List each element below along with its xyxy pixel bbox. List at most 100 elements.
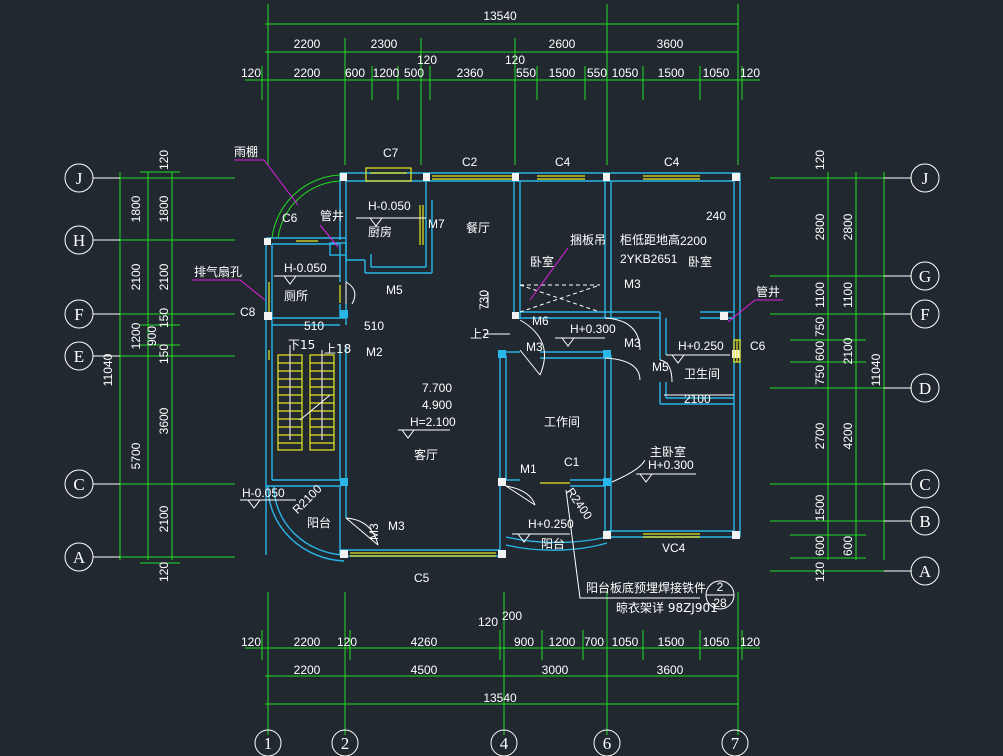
- right-dim-inner: 600: [841, 536, 855, 556]
- level-text: H+0.300: [648, 458, 694, 472]
- step-up-label: 上2: [470, 327, 490, 341]
- bottom-dim: 3600: [657, 663, 684, 677]
- tag: M5: [652, 360, 669, 374]
- bottom-dim: 900: [514, 635, 534, 649]
- left-dim-inner: 2100: [157, 263, 171, 290]
- left-total-dim: 11040: [101, 353, 115, 386]
- dim-note: 510: [364, 319, 384, 333]
- bottom-dim: 1050: [703, 635, 730, 649]
- right-dim-inner: 1100: [841, 282, 855, 308]
- axis-label: F: [74, 305, 83, 324]
- top-dim: 600: [345, 66, 365, 80]
- right-dim-inner: 2100: [841, 337, 855, 364]
- level-text: 7.700: [422, 381, 452, 395]
- right-dim-inner: 4200: [841, 422, 855, 449]
- tag: M3: [388, 519, 405, 533]
- axis-label: 6: [603, 734, 612, 753]
- level-text: H-0.050: [284, 261, 327, 275]
- tag: M1: [520, 462, 537, 476]
- right-dim-inner: 2800: [841, 213, 855, 240]
- room-kitchen: 厨房: [368, 224, 392, 239]
- bottom-dim: 1200: [549, 635, 576, 649]
- canopy-arc: [271, 174, 341, 239]
- bottom-dim: 120: [337, 635, 357, 649]
- tag: C2: [462, 155, 478, 169]
- detail-sheet: 28: [713, 596, 727, 610]
- bottom-dim: 700: [584, 635, 604, 649]
- tag: M7: [428, 217, 445, 231]
- tag: M3: [624, 277, 641, 291]
- rack-note: 晾衣架详 98ZJ901: [616, 600, 718, 615]
- tag: M3: [526, 340, 543, 354]
- tag: C4: [664, 155, 680, 169]
- tag: C8: [240, 305, 256, 319]
- bottom-dim: 1050: [612, 635, 639, 649]
- axis-label: 4: [500, 734, 509, 753]
- bottom-total-dim: 13540: [483, 691, 517, 705]
- tag: C6: [750, 339, 766, 353]
- right-dim: 600: [813, 341, 827, 361]
- right-dim: 1100: [813, 282, 827, 308]
- bottom-dimensions: 120 2200 120 4260 120 200 900 1200 700 1…: [241, 592, 760, 735]
- axis-label: A: [919, 562, 932, 581]
- right-dim: 120: [813, 150, 827, 170]
- top-dim: 500: [404, 66, 424, 80]
- level-text: H+0.300: [570, 322, 616, 336]
- room-master-bedroom: 主卧室: [650, 444, 686, 459]
- left-dim: 1800: [129, 195, 143, 222]
- tag: C1: [564, 455, 580, 469]
- left-dim-inner: 1800: [157, 195, 171, 222]
- top-dim: 1200: [373, 66, 400, 80]
- level-text: 4.900: [422, 398, 452, 412]
- axis-label: C: [73, 475, 84, 494]
- bottom-dim: 2200: [294, 635, 321, 649]
- dim-note: 2100: [684, 392, 711, 406]
- leader-lines: [192, 159, 783, 610]
- axis-label: B: [919, 512, 930, 531]
- level-labels: H-0.050 H-0.050 H+0.300 H+0.250 H+0.300 …: [242, 199, 724, 531]
- left-dim: 120: [157, 150, 171, 170]
- bottom-dim: 120: [478, 615, 498, 629]
- axis-label: C: [919, 475, 930, 494]
- axis-bubbles-bottom: 1 2 4 6 7: [254, 729, 749, 756]
- slab-code: 2YKB2651: [620, 252, 678, 266]
- bottom-dim: 2200: [294, 663, 321, 677]
- tag: C6: [282, 211, 298, 225]
- canopy-arc: [277, 180, 341, 239]
- right-dim: 120: [813, 562, 827, 582]
- pipe-shaft-note: 管井: [756, 284, 780, 299]
- left-dimensions: 120 1800 1800 2100 2100 1200 900 150 150…: [95, 150, 235, 582]
- right-total-dim: 11040: [869, 353, 883, 386]
- room-dining: 餐厅: [466, 220, 490, 235]
- top-dim: 1500: [658, 66, 685, 80]
- axis-label: J: [922, 169, 929, 188]
- tag: M3: [624, 336, 641, 350]
- level-markers: [240, 217, 734, 543]
- axis-label: A: [73, 548, 86, 567]
- left-dim: 2100: [129, 263, 143, 290]
- axis-label: 2: [341, 734, 350, 753]
- top-dim-small: 120: [417, 53, 437, 67]
- level-text: H=2.100: [410, 415, 456, 429]
- top-dim: 2200: [294, 37, 321, 51]
- bottom-dim-small: 200: [502, 609, 522, 623]
- right-dim: 1500: [813, 494, 827, 521]
- dim-note: 730: [477, 290, 491, 310]
- top-dim: 120: [241, 66, 261, 80]
- left-dim: 120: [157, 562, 171, 582]
- axis-label: E: [74, 347, 84, 366]
- tag: C4: [555, 155, 571, 169]
- bottom-dim: 120: [740, 635, 760, 649]
- tag: M5: [386, 283, 403, 297]
- cabinet-height: 2200: [680, 234, 707, 248]
- top-total-dim: 13540: [483, 9, 517, 23]
- top-dim: 3600: [657, 37, 684, 51]
- top-dim: 2200: [294, 66, 321, 80]
- cabinet-note: 柜低距地高: [620, 232, 680, 247]
- axis-label: 7: [731, 734, 740, 753]
- top-dim: 2300: [371, 37, 398, 51]
- right-dim: 600: [813, 536, 827, 556]
- windows: [268, 167, 741, 557]
- radius-note: R2100: [290, 481, 325, 516]
